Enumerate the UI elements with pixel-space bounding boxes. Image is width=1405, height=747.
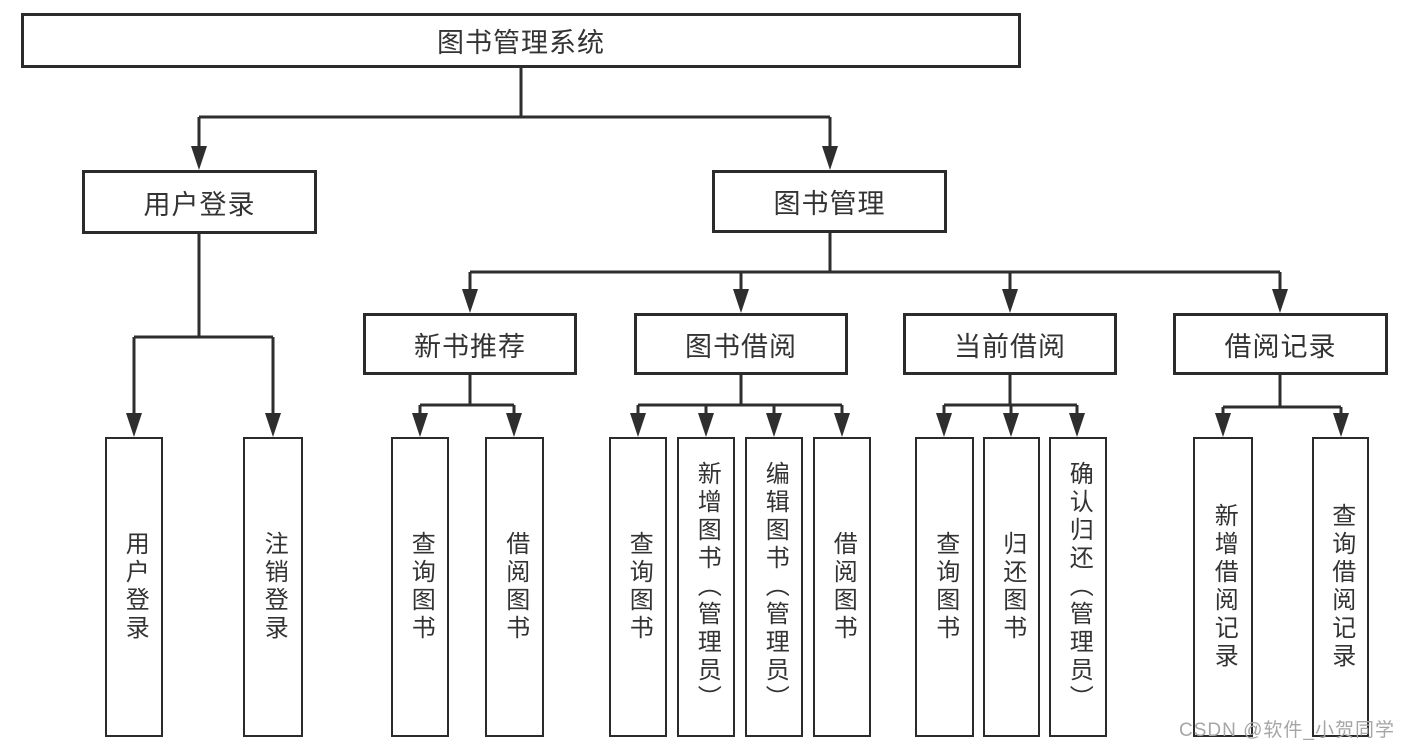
leaf-newbook-borrow-books-label: 借阅图书: [501, 531, 529, 643]
leaf-borrow-edit-books-admin: 编辑图书（管理员）: [745, 437, 803, 737]
leaf-record-query-borrow-record-label: 查询借阅记录: [1327, 503, 1355, 671]
leaf-borrow-edit-books-admin-label: 编辑图书（管理员）: [761, 461, 789, 713]
connector-borrowrecord-to-leaves: [1221, 375, 1343, 415]
leaf-borrow-query-books: 查询图书: [609, 437, 667, 737]
leaf-current-query-books: 查询图书: [915, 437, 974, 737]
leaf-current-return-books: 归还图书: [983, 437, 1040, 737]
node-user-login: 用户登录: [82, 170, 317, 234]
leaf-user-login-label: 用户登录: [121, 531, 149, 643]
node-borrow-record-label: 借阅记录: [1224, 331, 1337, 362]
connector-root-to-level2: [197, 68, 832, 148]
node-root-label: 图书管理系统: [437, 28, 605, 58]
leaf-newbook-borrow-books: 借阅图书: [485, 437, 544, 737]
leaf-current-query-books-label: 查询图书: [931, 531, 959, 643]
leaf-user-login: 用户登录: [105, 437, 163, 737]
node-book-borrow-label: 图书借阅: [685, 331, 797, 362]
leaf-record-add-borrow-record: 新增借阅记录: [1193, 437, 1253, 737]
node-root: 图书管理系统: [21, 13, 1021, 68]
leaf-newbook-query-books: 查询图书: [391, 437, 449, 737]
leaf-newbook-query-books-label: 查询图书: [407, 531, 435, 643]
node-current-borrow-label: 当前借阅: [954, 331, 1066, 362]
leaf-current-return-books-label: 归还图书: [998, 531, 1026, 643]
arrowheads: [126, 146, 1349, 437]
node-book-management: 图书管理: [712, 170, 947, 233]
node-new-book-recommend-label: 新书推荐: [414, 331, 526, 362]
leaf-current-confirm-return-admin-label: 确认归还（管理员）: [1065, 461, 1093, 713]
node-book-management-label: 图书管理: [773, 189, 886, 219]
connector-newbook-to-leaves: [418, 375, 516, 415]
leaf-record-add-borrow-record-label: 新增借阅记录: [1210, 503, 1238, 671]
connector-userlogin-to-leaves: [132, 233, 275, 415]
leaf-borrow-borrow-books: 借阅图书: [813, 437, 871, 737]
leaf-borrow-add-books-admin-label: 新增图书（管理员）: [693, 461, 721, 713]
leaf-record-query-borrow-record: 查询借阅记录: [1312, 437, 1369, 737]
node-current-borrow: 当前借阅: [903, 313, 1117, 375]
node-new-book-recommend: 新书推荐: [363, 313, 577, 375]
leaf-borrow-add-books-admin: 新增图书（管理员）: [677, 437, 735, 737]
connector-currentborrow-to-leaves: [942, 375, 1079, 415]
leaf-logout-label: 注销登录: [260, 531, 288, 643]
leaf-borrow-borrow-books-label: 借阅图书: [829, 531, 857, 643]
leaf-current-confirm-return-admin: 确认归还（管理员）: [1049, 437, 1107, 737]
leaf-borrow-query-books-label: 查询图书: [625, 531, 653, 643]
connector-bookmgmt-to-level3: [468, 232, 1282, 291]
node-user-login-label: 用户登录: [143, 189, 256, 220]
leaf-logout: 注销登录: [243, 437, 303, 737]
node-borrow-record: 借阅记录: [1173, 313, 1388, 375]
node-book-borrow: 图书借阅: [634, 313, 848, 375]
connector-bookborrow-to-leaves: [636, 375, 844, 415]
watermark: CSDN @软件_小贺同学: [1179, 720, 1395, 741]
